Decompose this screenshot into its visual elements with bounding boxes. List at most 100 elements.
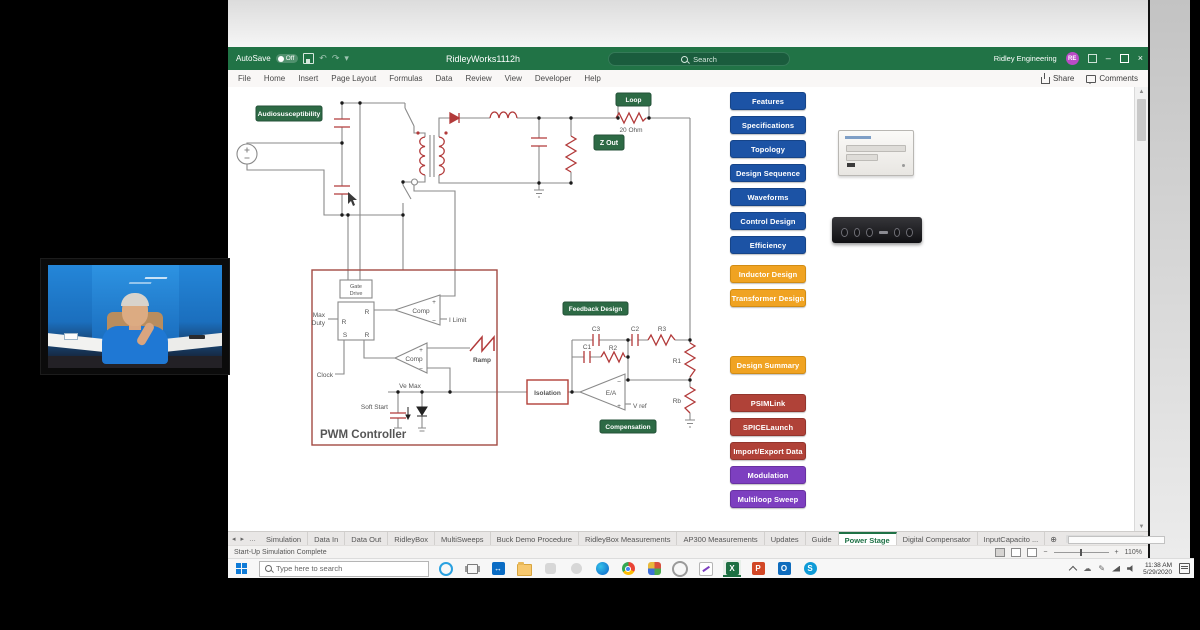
task-view-icon[interactable] — [463, 560, 481, 577]
cortana-icon[interactable] — [437, 560, 455, 577]
tab-data[interactable]: Data — [435, 74, 453, 83]
modulation-button[interactable]: Modulation — [730, 466, 806, 484]
sheet-tab-inputcapacitor[interactable]: InputCapacito ... — [978, 532, 1046, 546]
zoom-slider-thumb[interactable] — [1079, 548, 1082, 556]
new-sheet-button[interactable]: ⊕ — [1050, 534, 1057, 544]
tab-view[interactable]: View — [504, 74, 522, 83]
search-box[interactable]: Search — [608, 52, 790, 66]
snip-tool-icon[interactable] — [567, 560, 585, 577]
tab-formulas[interactable]: Formulas — [389, 74, 423, 83]
autosave-toggle[interactable]: Off — [275, 54, 299, 63]
comments-button[interactable]: Comments — [1086, 74, 1138, 84]
import-export-data-button[interactable]: Import/Export Data — [730, 442, 806, 460]
pen-icon[interactable]: ✎ — [1098, 564, 1106, 573]
control-design-button[interactable]: Control Design — [730, 212, 806, 230]
vertical-scrollbar-thumb[interactable] — [1137, 99, 1146, 141]
account-avatar[interactable]: RE — [1065, 52, 1079, 65]
normal-view-icon[interactable] — [995, 547, 1006, 557]
hidden-icons-chevron[interactable] — [1069, 565, 1078, 575]
sheet-tab-ap300-measurements[interactable]: AP300 Measurements — [677, 532, 765, 546]
redo-icon[interactable]: ↷ — [331, 53, 340, 63]
zoom-slider[interactable] — [1053, 548, 1109, 556]
topology-button[interactable]: Topology — [730, 140, 806, 158]
sheet-tab-ridleybox[interactable]: RidleyBox — [388, 532, 436, 546]
horizontal-scrollbar-thumb[interactable] — [1067, 536, 1165, 544]
waveforms-button[interactable]: Waveforms — [730, 188, 806, 206]
save-icon[interactable] — [303, 53, 315, 64]
loop-button[interactable]: Loop — [615, 92, 652, 107]
sheet-nav-more-icon[interactable]: … — [249, 535, 257, 543]
sheet-tab-digital-compensator[interactable]: Digital Compensator — [897, 532, 978, 546]
scroll-up-arrow[interactable]: ▲ — [1138, 89, 1145, 95]
sheet-tab-updates[interactable]: Updates — [765, 532, 806, 546]
sheet-tab-guide[interactable]: Guide — [806, 532, 839, 546]
design-summary-button[interactable]: Design Summary — [730, 356, 806, 374]
sheet-tab-data-out[interactable]: Data Out — [345, 532, 389, 546]
taskbar-search-box[interactable]: Type here to search — [259, 560, 429, 577]
tab-insert[interactable]: Insert — [298, 74, 319, 83]
zoom-out-button[interactable]: − — [1043, 548, 1048, 556]
action-center-icon[interactable] — [1179, 563, 1190, 574]
network-icon[interactable] — [1112, 565, 1121, 572]
tab-file[interactable]: File — [238, 74, 251, 83]
powerpoint-taskbar-icon[interactable]: P — [749, 560, 767, 577]
tab-help[interactable]: Help — [584, 74, 601, 83]
edge-icon[interactable] — [593, 560, 611, 577]
sheet-nav-prev-icon[interactable]: ◂ — [232, 536, 236, 543]
chrome-icon[interactable] — [619, 560, 637, 577]
share-button[interactable]: Share — [1040, 72, 1074, 84]
isolation-block[interactable]: Isolation — [526, 379, 569, 405]
journal-app-icon[interactable] — [697, 560, 715, 577]
design-sequence-button[interactable]: Design Sequence — [730, 164, 806, 182]
z-out-button[interactable]: Z Out — [593, 134, 625, 151]
features-button[interactable]: Features — [730, 92, 806, 110]
tab-home[interactable]: Home — [263, 74, 286, 83]
sheet-tab-simulation[interactable]: Simulation — [260, 532, 309, 546]
sheet-tab-data-in[interactable]: Data In — [308, 532, 346, 546]
audiosusceptibility-button[interactable]: Audiosusceptibility — [255, 105, 323, 122]
volume-icon[interactable] — [1127, 565, 1133, 572]
onedrive-cloud-icon[interactable]: ☁ — [1083, 564, 1092, 573]
start-button[interactable] — [236, 563, 247, 574]
close-button[interactable]: × — [1137, 53, 1143, 63]
tab-page-layout[interactable]: Page Layout — [331, 74, 377, 83]
spicelaunch-button[interactable]: SPICELaunch — [730, 418, 806, 436]
account-name[interactable]: Ridley Engineering — [993, 54, 1057, 63]
scroll-down-arrow[interactable]: ▼ — [1138, 524, 1145, 530]
efficiency-button[interactable]: Efficiency — [730, 236, 806, 254]
ribbon-display-options-icon[interactable] — [1087, 54, 1097, 63]
sheet-tab-power-stage[interactable]: Power Stage — [838, 532, 897, 546]
taskbar-clock[interactable]: 11:38 AM 5/29/2020 — [1143, 562, 1172, 576]
teamviewer-icon[interactable]: ↔ — [489, 560, 507, 577]
page-break-view-icon[interactable] — [1027, 547, 1038, 557]
undo-icon[interactable]: ↶ — [319, 53, 327, 63]
transformer-design-button[interactable]: Transformer Design — [730, 289, 806, 307]
compensation-button[interactable]: Compensation — [599, 419, 657, 434]
zoom-in-button[interactable]: + — [1114, 548, 1119, 556]
skype-taskbar-icon[interactable]: S — [801, 560, 819, 577]
restore-button[interactable] — [1119, 54, 1129, 63]
sheet-tab-ridleybox-measurements[interactable]: RidleyBox Measurements — [579, 532, 678, 546]
minimize-button[interactable]: – — [1105, 53, 1111, 63]
inductor-design-button[interactable]: Inductor Design — [730, 265, 806, 283]
file-explorer-icon[interactable] — [515, 560, 533, 577]
pinwheel-app-icon[interactable] — [645, 560, 663, 577]
multiloop-sweep-button[interactable]: Multiloop Sweep — [730, 490, 806, 508]
sheet-tab-buck-demo-procedure[interactable]: Buck Demo Procedure — [491, 532, 580, 546]
sheet-tab-multisweeps[interactable]: MultiSweeps — [435, 532, 491, 546]
people-icon[interactable] — [541, 560, 559, 577]
excel-taskbar-icon[interactable]: X — [723, 560, 741, 577]
outlook-taskbar-icon[interactable]: O — [775, 560, 793, 577]
gray-circle-app-icon[interactable] — [671, 560, 689, 577]
specifications-button[interactable]: Specifications — [730, 116, 806, 134]
qat-customize-icon[interactable]: ▾ — [344, 53, 349, 63]
zoom-level[interactable]: 110% — [1124, 548, 1142, 556]
horizontal-scrollbar[interactable] — [1062, 532, 1165, 546]
psimlink-button[interactable]: PSIMLink — [730, 394, 806, 412]
sheet-nav-next-icon[interactable]: ▸ — [240, 536, 245, 543]
vertical-scrollbar[interactable]: ▲ ▼ — [1134, 87, 1148, 532]
feedback-design-button[interactable]: Feedback Design — [562, 301, 629, 316]
horizontal-scrollbar-track[interactable] — [1065, 535, 1165, 544]
tab-review[interactable]: Review — [465, 74, 492, 83]
tab-developer[interactable]: Developer — [534, 74, 572, 83]
